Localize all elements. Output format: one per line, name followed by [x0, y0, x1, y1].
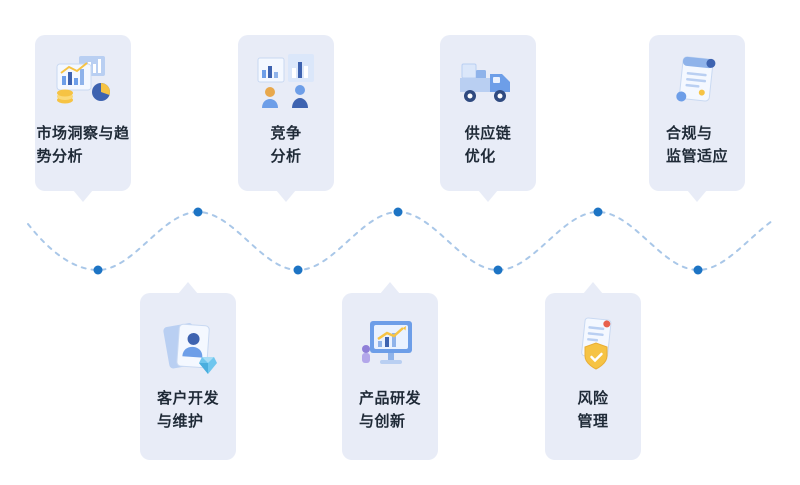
scroll-document-icon: [663, 48, 731, 114]
card-product-rd: 产品研发 与创新: [342, 293, 438, 460]
card-competition-analysis: 竞争 分析: [238, 35, 334, 191]
card-market-insight: 市场洞察与趋 势分析: [35, 35, 131, 191]
process-wave: [27, 207, 773, 275]
wave-dashed-line: [27, 210, 773, 272]
wave-node-dot: [493, 265, 503, 275]
wave-node-dot: [93, 265, 103, 275]
card-customer-development: 客户开发 与维护: [140, 293, 236, 460]
monitor-chart-icon: [356, 313, 424, 379]
card-label: 供应链 优化: [464, 125, 512, 166]
card-label: 市场洞察与趋 势分析: [36, 125, 130, 166]
card-label: 客户开发 与维护: [156, 390, 219, 431]
people-charts-icon: [252, 48, 320, 114]
card-supply-chain: 供应链 优化: [440, 35, 536, 191]
charts-dashboard-icon: [49, 48, 117, 114]
wave-node-dot: [293, 265, 303, 275]
card-risk-management: 风险 管理: [545, 293, 641, 460]
truck-icon: [454, 48, 522, 114]
id-cards-icon: [154, 313, 222, 379]
card-compliance: 合规与 监管适应: [649, 35, 745, 191]
shield-document-icon: [559, 313, 627, 379]
card-label: 竞争 分析: [270, 125, 302, 166]
wave-node-dot: [193, 207, 203, 217]
card-label: 风险 管理: [577, 390, 609, 431]
card-label: 产品研发 与创新: [358, 390, 421, 431]
wave-node-dot: [393, 207, 403, 217]
wave-node-dot: [693, 265, 703, 275]
card-label: 合规与 监管适应: [665, 125, 728, 166]
wave-node-dot: [593, 207, 603, 217]
